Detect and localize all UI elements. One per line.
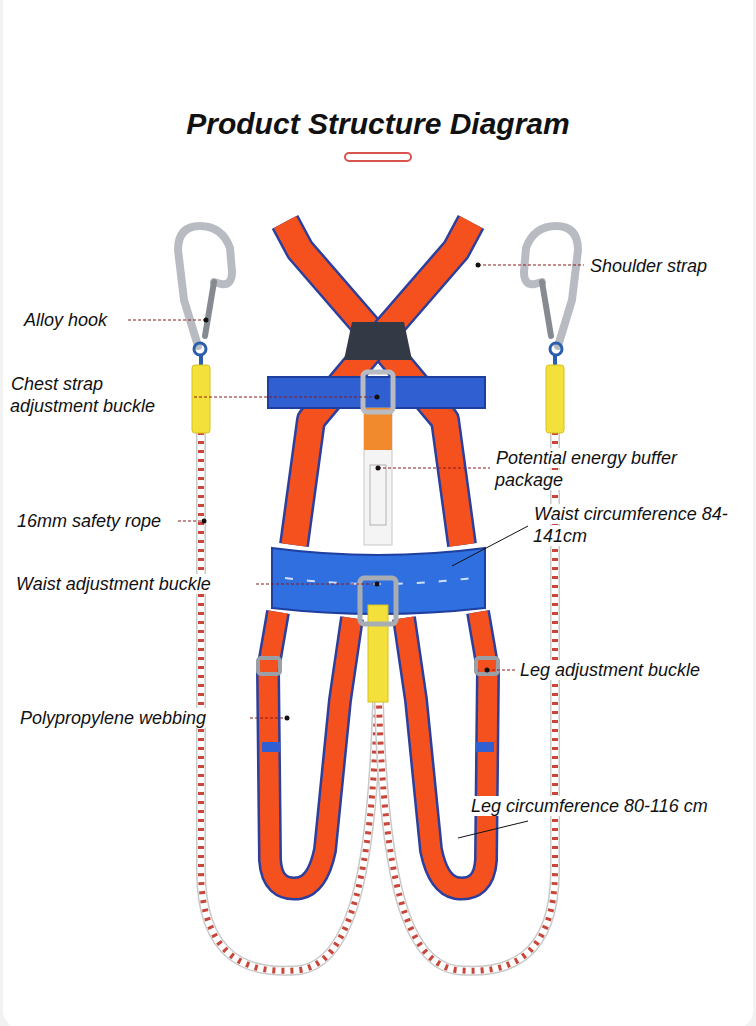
part-label: 16mm safety rope [16, 511, 162, 531]
part-label-box: Waist circumference 84-141cm [533, 503, 738, 547]
part-label-box: Chest strap adjustment buckle [10, 373, 190, 417]
title-pill [345, 153, 411, 161]
leader-dot [476, 263, 481, 268]
buffer-package [364, 408, 392, 545]
leader-line [452, 526, 528, 566]
part-label-box: Shoulder strap [589, 255, 708, 277]
leader-dots [202, 263, 490, 721]
part-label: Leg adjustment buckle [519, 660, 701, 680]
leader-dot [285, 716, 290, 721]
diagram-title: Product Structure Diagram [0, 106, 756, 142]
part-label-box: Waist adjustment buckle [15, 573, 212, 595]
leader-lines-solid [452, 526, 528, 838]
chest-buckle [363, 372, 393, 412]
leader-line [178, 521, 203, 522]
leader-dot [202, 519, 207, 524]
part-label-box: Leg adjustment buckle [519, 659, 701, 681]
leader-line [194, 397, 377, 398]
leader-dot [375, 395, 380, 400]
waist-belt [272, 548, 485, 614]
part-label: Potential energy buffer package [495, 448, 677, 490]
waist-buckle [360, 578, 396, 624]
part-label-box: Alloy hook [23, 309, 108, 331]
leader-dot [375, 582, 380, 587]
leader-dot [376, 466, 381, 471]
card-ground [3, 0, 753, 1026]
chest-strap [268, 377, 485, 408]
back-plate [344, 322, 412, 360]
part-label: Waist circumference 84-141cm [533, 504, 728, 546]
part-label: Alloy hook [23, 310, 108, 330]
leader-dot [485, 668, 490, 673]
part-label-box: 16mm safety rope [16, 510, 162, 532]
center-sleeve [368, 605, 388, 702]
part-label-box: Polypropylene webbing [19, 707, 207, 729]
leader-line [478, 265, 584, 266]
part-label: Shoulder strap [589, 256, 708, 276]
buffer-print [370, 465, 386, 525]
leader-line [250, 718, 286, 719]
leader-line [487, 670, 515, 671]
leader-line [256, 584, 377, 585]
leader-line [378, 468, 490, 469]
leader-lines [128, 265, 584, 718]
part-label: Waist adjustment buckle [15, 574, 212, 594]
leader-dot [204, 318, 209, 323]
part-label: Leg circumference 80-116 cm [470, 796, 709, 816]
leader-line [128, 320, 205, 321]
part-label: Polypropylene webbing [19, 708, 207, 728]
leader-line [458, 821, 528, 838]
part-label-box: Leg circumference 80-116 cm [470, 795, 709, 817]
part-label-box: Potential energy buffer package [495, 447, 727, 491]
part-label: Chest strap adjustment buckle [10, 374, 156, 416]
